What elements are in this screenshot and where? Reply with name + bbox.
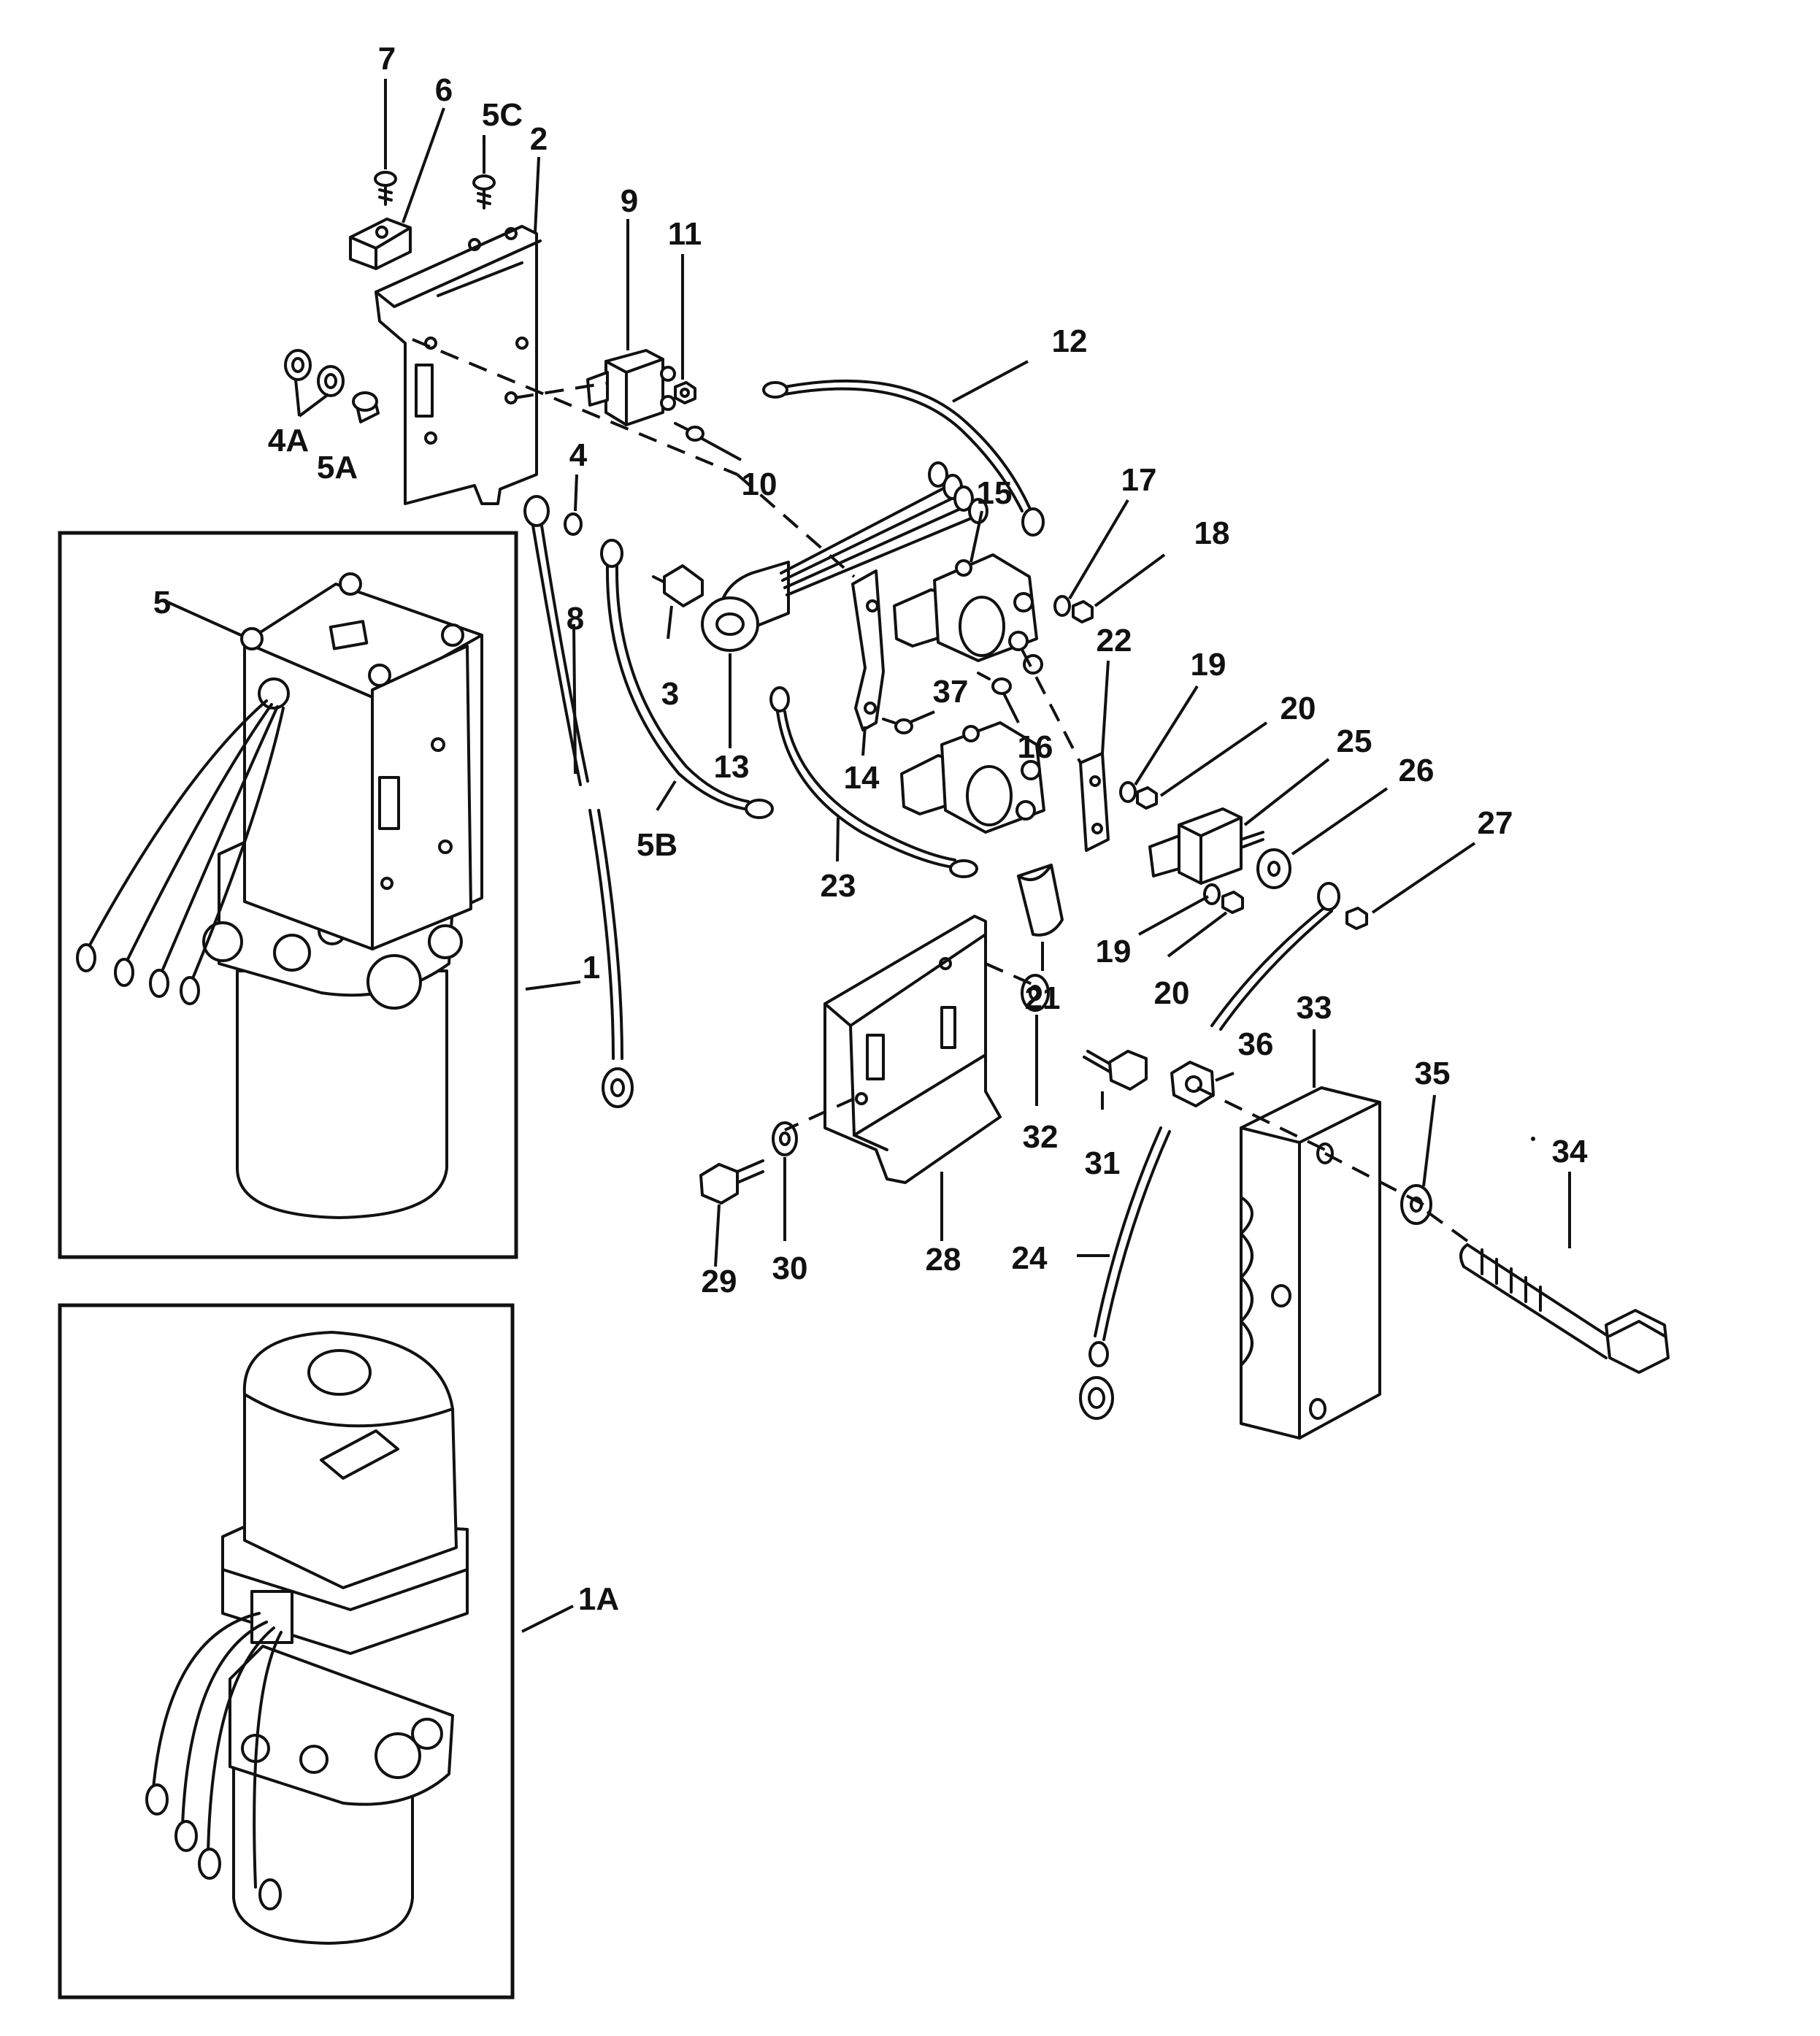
bolt-34: [1459, 1243, 1670, 1374]
nut-27: [1345, 907, 1368, 930]
callout-labels: 7 6 5C 2 9 11 12 10 4A 5A 4 5 8 3 13 5B …: [153, 41, 1588, 1617]
bracket-14: [851, 569, 885, 731]
pump-motor-assembly-1: [76, 572, 483, 1219]
inset-frame-pump-1: [58, 531, 518, 1259]
inset-frame-pump-1a: [58, 1303, 515, 1999]
plate-22: [1079, 752, 1110, 852]
washer-19-upper: [1119, 781, 1137, 803]
callout-1: 1: [583, 950, 600, 986]
callout-24: 24: [1012, 1240, 1048, 1276]
callout-9: 9: [621, 183, 638, 219]
washer-30: [772, 1121, 798, 1156]
callout-30: 30: [772, 1251, 808, 1286]
callout-20-lower: 20: [1154, 975, 1190, 1011]
callout-36: 36: [1238, 1026, 1274, 1062]
callout-6: 6: [435, 72, 453, 108]
spacer-5a: [352, 391, 380, 423]
callout-17: 17: [1121, 462, 1157, 498]
callout-25: 25: [1337, 723, 1372, 759]
callout-16: 16: [1018, 729, 1053, 765]
cable-23: [769, 686, 978, 878]
callout-3: 3: [661, 676, 679, 712]
wire-5b: [600, 539, 774, 819]
callout-28: 28: [926, 1242, 961, 1278]
callout-10: 10: [742, 466, 777, 502]
callout-12: 12: [1052, 323, 1088, 359]
callout-29: 29: [702, 1264, 737, 1299]
callout-37: 37: [933, 674, 969, 710]
callout-33: 33: [1297, 990, 1332, 1026]
solenoid-lower: [900, 721, 1045, 834]
scan-speck: [1531, 1137, 1535, 1141]
solenoid-15: [893, 553, 1043, 675]
nut-11: [674, 381, 696, 404]
screw-16: [977, 672, 1012, 695]
washer-4: [564, 512, 583, 536]
callout-34: 34: [1552, 1134, 1588, 1169]
callout-20-upper: 20: [1280, 691, 1316, 726]
nut-20-lower: [1221, 891, 1244, 914]
callout-5a: 5A: [317, 450, 358, 485]
nut-18: [1072, 600, 1094, 623]
callout-26: 26: [1399, 753, 1435, 788]
callout-19-upper: 19: [1191, 647, 1226, 683]
callout-4a: 4A: [268, 423, 309, 458]
cable-12: [762, 379, 1045, 537]
washer-26: [1256, 848, 1291, 889]
callout-13: 13: [714, 749, 750, 785]
boot-21: [1017, 864, 1064, 937]
callout-5c: 5C: [482, 97, 523, 133]
callout-21: 21: [1025, 980, 1061, 1016]
washer-35: [1400, 1184, 1432, 1225]
callout-18: 18: [1194, 515, 1230, 551]
callout-31: 31: [1085, 1145, 1121, 1181]
callout-7: 7: [378, 41, 396, 77]
nut-36: [1170, 1061, 1215, 1107]
callout-19-lower: 19: [1096, 934, 1132, 969]
callout-1a: 1A: [578, 1581, 619, 1617]
callout-15: 15: [977, 475, 1013, 511]
clamp-block-6: [349, 218, 412, 270]
connector-13: [701, 461, 988, 652]
callout-14: 14: [844, 760, 880, 796]
callout-27: 27: [1478, 805, 1513, 841]
circuit-breaker-9: [586, 349, 676, 426]
lead-with-terminal: [1210, 882, 1340, 1031]
callout-2: 2: [530, 121, 548, 157]
bracket-28: [823, 915, 1002, 1184]
wire-24: [1079, 1126, 1171, 1420]
callout-4: 4: [569, 437, 588, 473]
washer-19-lower: [1203, 883, 1221, 905]
callout-8: 8: [567, 601, 584, 637]
pump-motor-assembly-1a: [145, 1331, 469, 1945]
terminal-block-33: [1240, 1086, 1381, 1440]
screw-10: [674, 422, 704, 442]
nut-20-upper: [1136, 786, 1158, 810]
washer-17: [1053, 595, 1071, 617]
callout-35: 35: [1415, 1056, 1451, 1091]
callout-11: 11: [668, 216, 702, 252]
assembly-center-lines: [412, 338, 1469, 1242]
bolt-31: [1083, 1050, 1148, 1091]
callout-32: 32: [1023, 1119, 1059, 1155]
breaker-25: [1148, 807, 1264, 885]
washers-4a: [284, 349, 345, 397]
leader-lines: [167, 79, 1571, 1633]
screw-5c: [472, 174, 496, 210]
callout-5: 5: [153, 585, 171, 621]
screw-37: [882, 718, 913, 734]
callout-23: 23: [821, 868, 856, 904]
callout-5b: 5B: [637, 827, 677, 863]
screw-7: [374, 171, 397, 206]
callout-22: 22: [1097, 623, 1132, 658]
bolt-29: [699, 1159, 764, 1205]
bolt-3: [652, 564, 704, 607]
mounting-bracket-2: [375, 225, 542, 505]
